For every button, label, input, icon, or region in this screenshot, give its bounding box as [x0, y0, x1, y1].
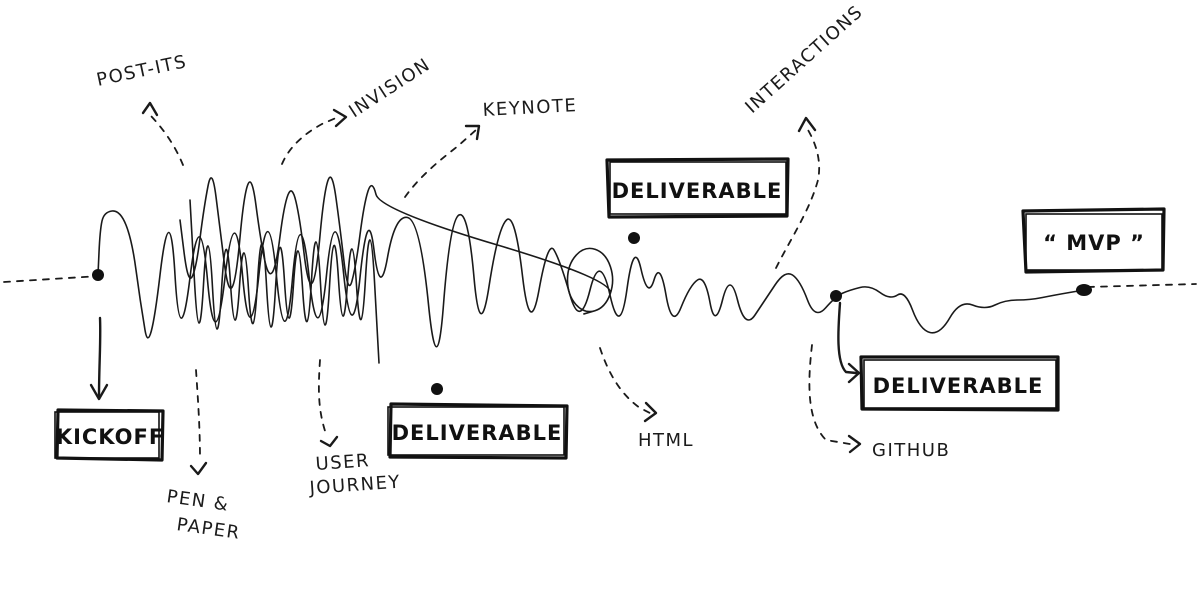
interactions-label: INTERACTIONS: [741, 1, 867, 118]
mvp-label: “ MVP ”: [1043, 231, 1145, 255]
milestone-dot-mvp: [1076, 284, 1092, 296]
deliverable-box-2: DELIVERABLE: [605, 157, 790, 219]
deliverable-label-2: DELIVERABLE: [612, 179, 783, 203]
html-leader: [599, 347, 651, 414]
invision-label: INVISION: [345, 54, 434, 122]
invision-leader: [281, 117, 337, 165]
post-its-label: POST-ITS: [95, 51, 189, 91]
keynote-label: KEYNOTE: [482, 95, 578, 121]
github-leader: [808, 344, 851, 445]
interactions-leader: [775, 129, 821, 269]
pen-paper-label-line1: PEN &: [165, 486, 230, 516]
kickoff-label: KICKOFF: [56, 425, 164, 449]
user-journey-leader: [317, 359, 327, 435]
deliverable-label-1: DELIVERABLE: [392, 421, 563, 445]
deliverable-label-3: DELIVERABLE: [873, 374, 1044, 398]
mvp-box: “ MVP ”: [1021, 207, 1166, 274]
deliverable-box-3: DELIVERABLE: [859, 355, 1060, 412]
process-squiggle: [97, 176, 1085, 364]
html-label: HTML: [638, 430, 694, 451]
kickoff-arrow: [97, 316, 102, 399]
milestone-dot-deliverable-2: [628, 232, 640, 244]
deliverable-box-1: DELIVERABLE: [387, 402, 569, 460]
milestone-dot-deliverable-3: [830, 290, 842, 302]
keynote-leader: [404, 129, 477, 198]
milestone-dot-deliverable-1: [431, 383, 443, 395]
post-its-leader: [150, 115, 184, 166]
user-journey-label-line2: JOURNEY: [308, 472, 402, 499]
deliverable-3-arrow: [837, 301, 858, 375]
kickoff-box: KICKOFF: [54, 408, 165, 462]
timeline-axis: [3, 275, 1197, 288]
pen-paper-label-line2: PAPER: [175, 514, 242, 544]
milestone-dot-kickoff: [92, 269, 104, 281]
github-label: GITHUB: [872, 440, 950, 461]
user-journey-label-line1: USER: [315, 450, 371, 475]
leader-arrows: [89, 101, 862, 476]
pen-paper-leader: [195, 369, 201, 461]
